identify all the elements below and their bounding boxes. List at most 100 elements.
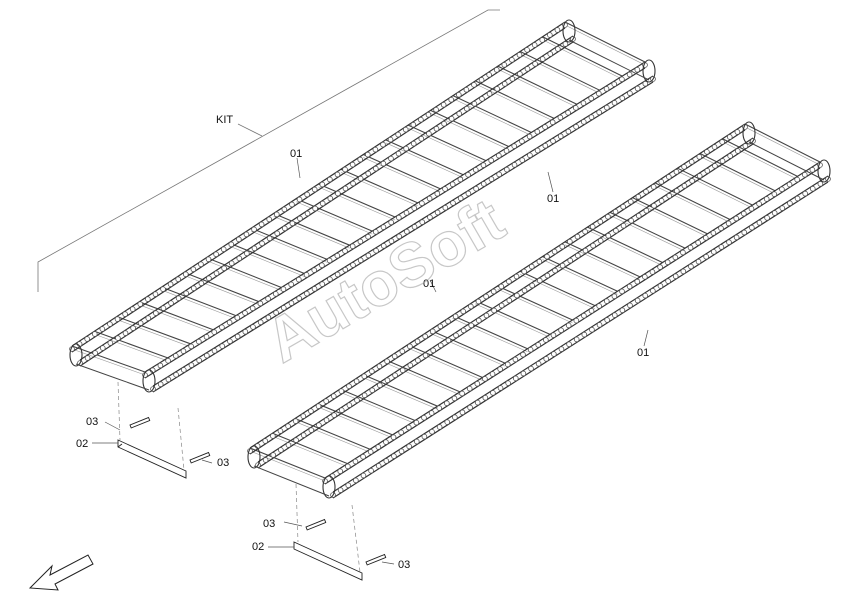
chain-link [635, 193, 642, 200]
chain-link [565, 128, 572, 135]
chain-link [205, 256, 212, 263]
label-pin-b: 03 [217, 457, 229, 469]
cross-bar [475, 80, 555, 119]
chain-link [350, 180, 356, 187]
chain-link [228, 260, 235, 267]
chain-link [440, 101, 447, 108]
cross-bar-edge [497, 288, 573, 324]
chain-link [562, 41, 569, 47]
chain-link [627, 198, 634, 205]
arrow-down-left-icon [28, 554, 94, 591]
chain-link [403, 210, 410, 216]
chain-link [365, 170, 372, 177]
chain-link [349, 243, 356, 250]
chain-link [491, 307, 497, 314]
chain-link [543, 337, 549, 343]
cross-bar-edge [452, 318, 528, 353]
chain-link [175, 276, 181, 283]
chain-link [627, 302, 633, 309]
label-plate-b: 02 [252, 541, 264, 553]
chain-link [337, 468, 344, 475]
chain-link [651, 203, 657, 209]
chain-link [517, 71, 523, 77]
cross-bar-edge [429, 332, 506, 367]
chain-link [419, 200, 425, 207]
chain-link [526, 133, 533, 140]
watermark: AutoSoft [255, 186, 516, 377]
chain-link [188, 362, 195, 368]
chain-link [219, 324, 225, 331]
chain-link [213, 251, 219, 258]
chain-link [361, 373, 368, 380]
chain-link [353, 477, 359, 484]
chain-link [198, 261, 204, 268]
chain-link [157, 362, 164, 369]
chain-link [456, 91, 462, 98]
chain-link [354, 397, 360, 404]
chain-link [338, 407, 345, 413]
chain-link [634, 297, 641, 304]
chain-link [300, 432, 307, 438]
cross-bar [654, 182, 731, 220]
chain-link [473, 185, 479, 192]
chain-link [702, 235, 709, 241]
chain-link [619, 95, 626, 101]
chain-link [542, 142, 549, 149]
chain-link [490, 288, 497, 295]
chain-link [611, 312, 618, 318]
conveyor-assembly-left [69, 19, 656, 393]
chain-link [441, 120, 447, 127]
chain-link [573, 317, 580, 324]
chain-link [802, 190, 808, 197]
chain-link [421, 414, 427, 421]
chain-link [180, 348, 187, 354]
chain-link [403, 145, 409, 152]
chain-link [426, 195, 433, 202]
cross-bar [429, 329, 506, 364]
chain-link [452, 414, 458, 421]
chain-link [114, 316, 121, 322]
chain-link [388, 219, 394, 226]
chain-link [534, 147, 541, 154]
chain-link [620, 222, 627, 229]
chain-link [122, 311, 128, 317]
end-shaft [748, 141, 825, 181]
chain-link [567, 257, 574, 264]
chain-link [650, 184, 657, 190]
chain-link [503, 148, 510, 154]
chain-link [157, 381, 164, 388]
chain-link [410, 121, 417, 128]
chain-link [474, 380, 481, 387]
chain-link [543, 356, 550, 362]
chain-link [390, 434, 397, 441]
cross-bar [385, 139, 464, 176]
chain-link [384, 358, 390, 365]
chain-link [688, 263, 694, 270]
chain-link [448, 96, 455, 103]
chain-link [748, 205, 755, 212]
chain-link [642, 80, 649, 87]
chain-link [377, 382, 383, 389]
cross-bar [677, 167, 753, 206]
chain-link [588, 308, 595, 314]
chain-link [688, 159, 695, 165]
chain-link [293, 437, 299, 443]
chain-link [175, 295, 182, 302]
chain-link [211, 329, 218, 335]
chain-link [180, 367, 187, 373]
chain-link [611, 81, 618, 87]
cross-bar [362, 373, 438, 407]
chain-link [407, 343, 413, 350]
chain-link [360, 472, 367, 479]
chain-link [372, 165, 379, 172]
cross-bar-edge [699, 156, 776, 194]
chain-link [612, 208, 619, 215]
chain-return-near [142, 369, 156, 393]
chain-link [376, 363, 383, 370]
chain-link [296, 295, 302, 302]
chain-link [611, 100, 618, 106]
chain-link [453, 332, 459, 339]
chain-link [122, 330, 129, 336]
chain-link [130, 325, 136, 331]
chain-link [327, 276, 333, 283]
